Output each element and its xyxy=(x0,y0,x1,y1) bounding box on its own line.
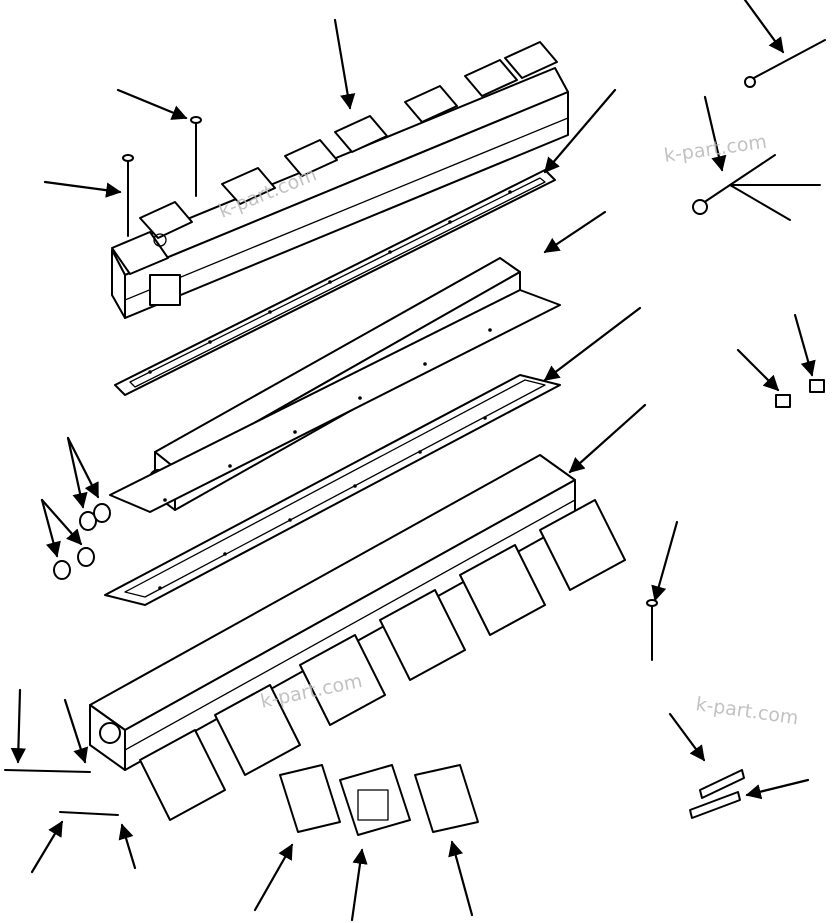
lower-gasket xyxy=(104,374,561,606)
lower-gasket-holes xyxy=(158,416,487,590)
middle-gasket xyxy=(109,289,561,513)
upper-gasket-holes xyxy=(148,190,512,374)
intake-manifold xyxy=(89,454,576,771)
manifold-ports xyxy=(139,499,626,821)
loose-bolt xyxy=(646,599,658,661)
cover-end-block xyxy=(111,231,181,306)
top-cover xyxy=(111,41,569,319)
watermark: k-part.com xyxy=(694,693,800,729)
leader-arrows xyxy=(10,0,816,922)
cover-bosses xyxy=(139,41,558,239)
manifold-bolts xyxy=(4,769,119,816)
clips xyxy=(775,379,825,408)
middle-gasket-holes xyxy=(163,328,492,502)
wiring-harness-middle xyxy=(692,154,821,221)
heater-block xyxy=(339,764,411,836)
upper-gasket xyxy=(114,169,556,396)
brackets xyxy=(689,769,745,819)
top-cover-bolts xyxy=(122,116,202,237)
o-rings xyxy=(53,503,111,580)
wiring-harness-top xyxy=(744,39,826,88)
watermark: k-part.com xyxy=(663,131,769,167)
flange-gaskets xyxy=(279,764,479,833)
